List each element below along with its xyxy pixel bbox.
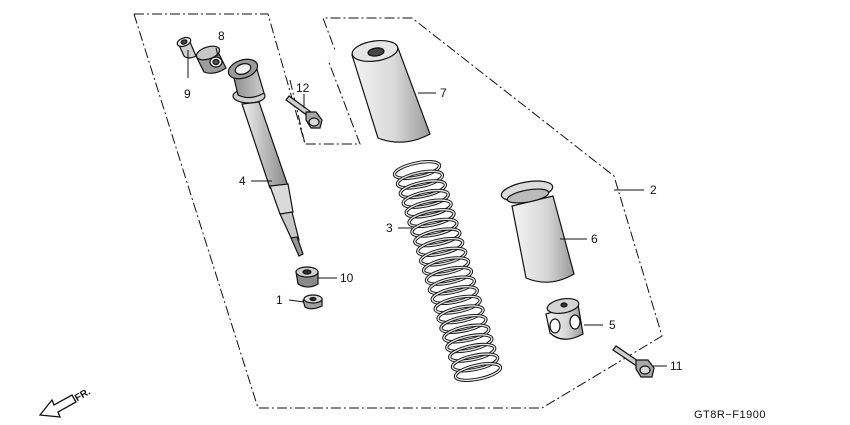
spring-coil-highlight — [437, 305, 484, 324]
spring-coil-highlight — [448, 343, 496, 362]
diagram-code: GT8R−F1900 — [694, 409, 766, 421]
lock-nut — [295, 266, 319, 288]
spring-coil-highlight — [425, 266, 473, 285]
collar — [176, 36, 197, 59]
leader-lines — [187, 47, 667, 367]
callout-7: 7 — [440, 86, 447, 100]
rubber-bushing — [195, 45, 227, 74]
direction-label: FR. — [73, 386, 93, 404]
spring-coil-highlight — [431, 285, 479, 305]
washer-nut — [302, 294, 323, 310]
callout-10: 10 — [340, 271, 354, 285]
lower-clevis-joint — [545, 297, 584, 340]
spring-coil-highlight — [405, 199, 452, 218]
spring-coil-highlight — [396, 170, 444, 189]
spring-coil-highlight — [440, 314, 487, 333]
coil-spring — [392, 160, 503, 382]
spring-coil-highlight — [443, 324, 490, 343]
spring-coil-highlight — [446, 334, 493, 353]
spring-coil-highlight — [422, 257, 470, 276]
upper-mount-bolt — [285, 95, 323, 129]
spring-coil-highlight — [411, 218, 458, 237]
spring-lower-tube — [500, 180, 575, 283]
callout-9: 9 — [184, 87, 191, 101]
spring-coil-highlight — [419, 247, 467, 266]
spring-coil-highlight — [414, 228, 461, 247]
lower-mount-bolt — [612, 345, 655, 378]
callout-11: 11 — [670, 359, 683, 373]
spring-upper-cover — [351, 39, 431, 143]
callout-4: 4 — [239, 174, 246, 188]
callout-5: 5 — [609, 318, 616, 332]
spring-coil-highlight — [408, 209, 455, 228]
spring-coil-highlight — [399, 180, 447, 199]
spring-coil-highlight — [402, 189, 449, 208]
spring-coil-highlight — [428, 276, 476, 295]
spring-coil-highlight — [454, 362, 502, 382]
spring-coil-highlight — [451, 353, 499, 372]
callout-6: 6 — [591, 232, 598, 246]
front-direction-arrow: FR. — [38, 386, 93, 418]
callout-1: 1 — [276, 293, 283, 307]
spring-coil-highlight — [393, 160, 441, 180]
spring-coil-highlight — [416, 237, 464, 257]
spring-coil-highlight — [434, 295, 481, 314]
assembly-boundary — [133, 13, 663, 409]
callout-8: 8 — [218, 29, 225, 43]
callout-3: 3 — [386, 221, 393, 235]
callout-2: 2 — [650, 183, 657, 197]
arrow-icon — [38, 394, 77, 418]
damper-rod-assembly — [227, 58, 304, 257]
callout-labels: 1 2 3 4 5 6 7 8 9 10 11 12 — [184, 29, 683, 373]
callout-12: 12 — [296, 81, 310, 95]
